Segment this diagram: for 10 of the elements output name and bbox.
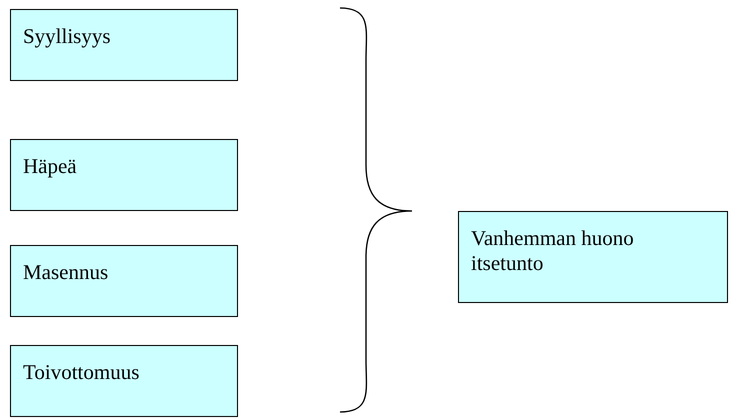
node-label: Häpeä	[23, 154, 78, 180]
text-box	[10, 9, 238, 81]
node-label: Masennus	[23, 260, 110, 286]
text-box	[10, 245, 238, 317]
text-box	[10, 345, 238, 417]
node-label: Syyllisyys	[23, 24, 112, 50]
node-label: Vanhemman huono itsetunto	[471, 226, 635, 276]
node-label: Toivottomuus	[23, 360, 140, 386]
text-box	[10, 139, 238, 211]
text-box	[458, 211, 728, 303]
